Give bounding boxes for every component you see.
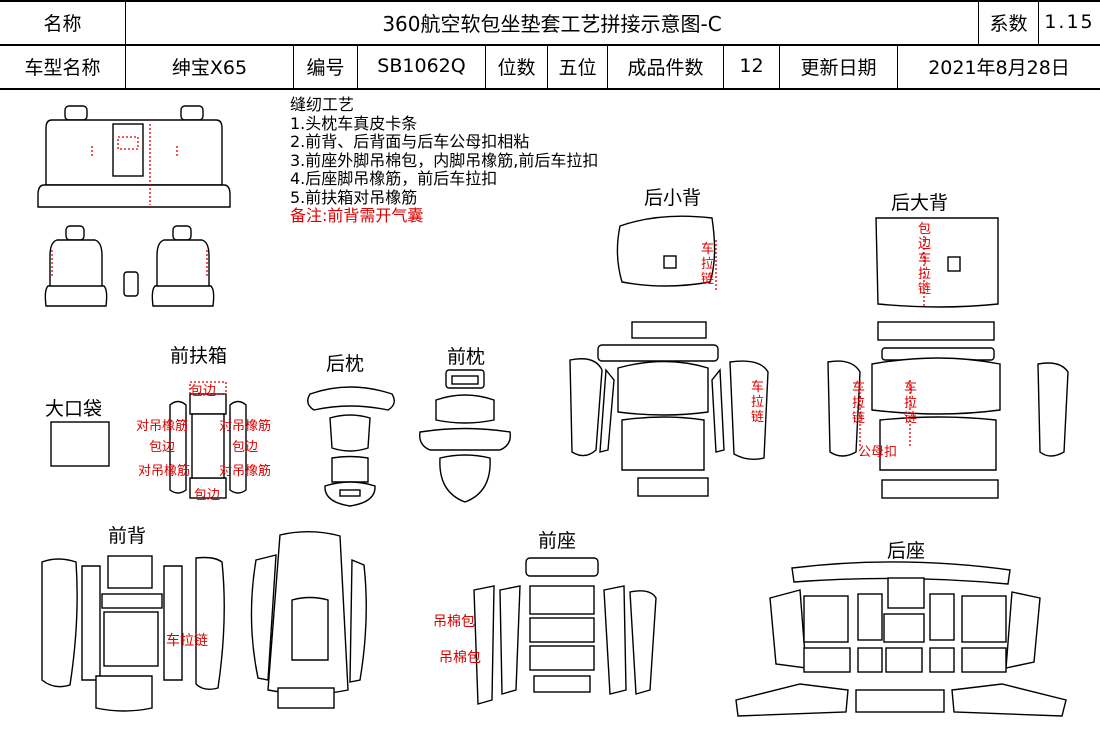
date-label: 更新日期	[780, 44, 898, 88]
annotation-snap: 公母扣	[858, 445, 898, 460]
coef-label: 系数	[979, 0, 1039, 44]
annotation-cotton: 吊棉包	[433, 614, 475, 630]
label-front-seat: 前座	[538, 530, 577, 552]
notes-remark: 备注:前背需开气囊	[290, 206, 424, 225]
name-label: 名称	[0, 0, 126, 44]
annotation-elastic: 对吊橡筋	[219, 419, 272, 434]
note-item: 1.头枕车真皮卡条	[290, 113, 418, 133]
code-label: 编号	[294, 44, 358, 88]
annotation-cotton: 吊棉包	[439, 650, 481, 666]
label-rear-big-back: 后大背	[891, 192, 949, 214]
front-seats-overview	[44, 225, 215, 307]
annotation-binding: 包边	[190, 384, 217, 399]
front-armrest-pieces	[169, 381, 247, 499]
notes-title: 缝纫工艺	[290, 95, 355, 114]
front-headrest-pieces	[419, 369, 511, 503]
front-seat-pieces	[473, 557, 657, 705]
coef-value: 1.15	[1044, 11, 1095, 33]
seat-value: 五位	[548, 44, 608, 88]
annotation-zip: 车拉链	[750, 380, 764, 425]
annotation-edge-zip: 包边车拉链	[917, 222, 931, 297]
annotation-elastic: 对吊橡筋	[219, 464, 272, 479]
annotation-elastic: 对吊橡筋	[136, 419, 189, 434]
rear-seat-pieces	[735, 561, 1067, 717]
page-title: 360航空软包坐垫套工艺拼接示意图-C	[126, 0, 979, 44]
big-pocket-piece	[50, 421, 110, 467]
label-rear-seat: 后座	[887, 540, 926, 562]
sewing-notes: 缝纫工艺 1.头枕车真皮卡条 2.前背、后背面与后车公母扣相粘 3.前座外脚吊棉…	[290, 95, 599, 226]
note-item: 5.前扶箱对吊橡筋	[290, 187, 418, 207]
annotation-binding: 包边	[232, 440, 259, 455]
annotation-binding: 包边	[194, 488, 221, 503]
header-table: 名称 360航空软包坐垫套工艺拼接示意图-C 系数 1.15 车型名称 绅宝X6…	[0, 0, 1100, 90]
model-label: 车型名称	[0, 44, 126, 88]
annotation-zip: 车拉链	[903, 381, 917, 426]
seat-label: 位数	[486, 44, 548, 88]
annotation-elastic: 对吊橡筋	[138, 464, 191, 479]
count-value: 12	[724, 44, 780, 88]
rear-big-back-pieces	[827, 217, 1069, 499]
rear-headrest-pieces	[307, 386, 395, 507]
model-value: 绅宝X65	[126, 44, 294, 88]
annotation-zip: 车拉链	[700, 242, 714, 287]
rear-small-back-pieces	[569, 215, 769, 497]
note-item: 4.后座脚吊橡筋，前后车拉扣	[290, 169, 498, 188]
rear-bench-overview	[37, 105, 231, 208]
front-back-pieces	[41, 531, 367, 712]
count-label: 成品件数	[608, 44, 724, 88]
label-front-headrest: 前枕	[447, 346, 486, 368]
date-value: 2021年8月28日	[928, 56, 1070, 79]
label-big-pocket: 大口袋	[45, 398, 103, 420]
label-rear-small-back: 后小背	[644, 187, 702, 209]
note-item: 3.前座外脚吊棉包，内脚吊橡筋,前后车拉扣	[290, 150, 599, 170]
annotation-zip: 车拉链	[851, 381, 865, 426]
annotation-zip: 车拉链	[166, 633, 208, 649]
annotation-binding: 包边	[149, 440, 176, 455]
label-rear-headrest: 后枕	[326, 353, 365, 375]
note-item: 2.前背、后背面与后车公母扣相粘	[290, 132, 530, 151]
label-front-armrest: 前扶箱	[170, 345, 228, 367]
code-value: SB1062Q	[358, 44, 486, 88]
label-front-back: 前背	[108, 525, 147, 547]
